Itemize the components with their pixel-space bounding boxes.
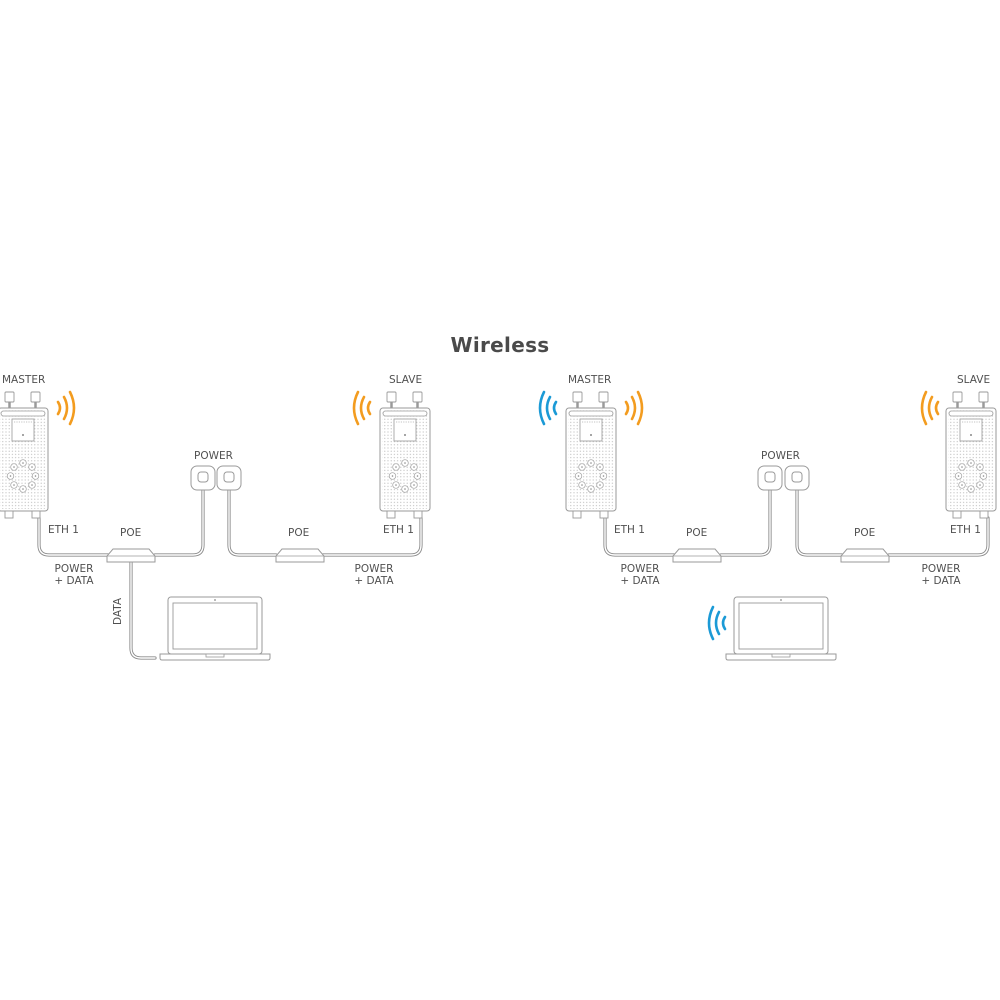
right-cable-label-2: POWER + DATA (917, 563, 965, 587)
left-power-socket-1 (190, 465, 216, 491)
left-slave-radio (378, 390, 432, 520)
right-slave-port-label: ETH 1 (950, 524, 981, 536)
right-cables (603, 476, 990, 557)
left-power-socket-2 (216, 465, 242, 491)
left-power-label: POWER (194, 450, 233, 462)
left-data-label: DATA (112, 597, 124, 625)
right-slave-label: SLAVE (957, 374, 991, 386)
right-slave-signal-orange-icon (920, 390, 940, 426)
left-slave-port-label: ETH 1 (383, 524, 414, 536)
right-slave-radio (944, 390, 998, 520)
right-power-socket-1 (757, 465, 783, 491)
left-master-label: MASTER (2, 374, 46, 386)
right-poe-2-label: POE (854, 527, 876, 539)
left-cable-label-1-line1: POWER (54, 563, 94, 575)
right-master-signal-orange-icon (624, 390, 644, 426)
right-master-port-label: ETH 1 (614, 524, 645, 536)
left-master-radio (0, 390, 50, 520)
right-power-socket-2 (784, 465, 810, 491)
left-poe-injector-2 (275, 548, 325, 563)
left-cable-label-2-line1: POWER (354, 563, 394, 575)
right-cable-label-2-line2: + DATA (921, 575, 961, 587)
left-laptop (159, 596, 271, 661)
right-cable-label-1-line1: POWER (620, 563, 660, 575)
left-cable-label-1: POWER + DATA (50, 563, 98, 587)
left-poe-2-label: POE (288, 527, 310, 539)
right-poe-injector-2 (840, 548, 890, 563)
right-laptop (725, 596, 837, 661)
right-cable-label-2-line1: POWER (921, 563, 961, 575)
right-laptop-signal-blue-icon (707, 605, 727, 641)
left-master-port-label: ETH 1 (48, 524, 79, 536)
left-cables (37, 476, 423, 660)
right-cable-label-1: POWER + DATA (616, 563, 664, 587)
left-master-signal-orange-icon (56, 390, 76, 426)
right-power-label: POWER (761, 450, 800, 462)
left-cable-label-2-line2: + DATA (354, 575, 394, 587)
left-cable-label-2: POWER + DATA (350, 563, 398, 587)
left-poe-injector-1 (106, 548, 156, 563)
left-poe-1-label: POE (120, 527, 142, 539)
left-slave-label: SLAVE (389, 374, 423, 386)
right-master-radio (564, 390, 618, 520)
left-cable-label-1-line2: + DATA (54, 575, 94, 587)
diagram-title: Wireless (450, 333, 550, 357)
right-master-signal-blue-icon (538, 390, 558, 426)
right-cable-label-1-line2: + DATA (620, 575, 660, 587)
left-slave-signal-orange-icon (352, 390, 372, 426)
right-poe-injector-1 (672, 548, 722, 563)
right-master-label: MASTER (568, 374, 612, 386)
right-poe-1-label: POE (686, 527, 708, 539)
